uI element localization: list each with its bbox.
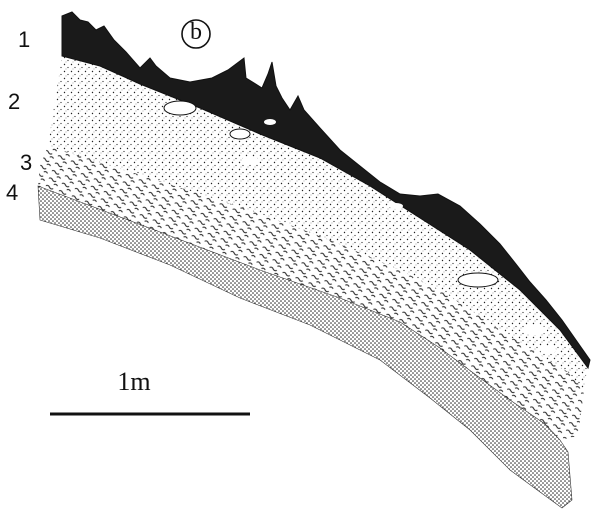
inclusion-2	[230, 129, 250, 139]
layer-3-label: 3	[20, 152, 32, 174]
layer-2-label: 2	[8, 91, 20, 113]
inclusion-3	[264, 119, 276, 125]
inclusion-7	[540, 346, 556, 354]
panel-label: b	[179, 17, 213, 51]
inclusion-8	[389, 203, 403, 209]
layer-1-label: 1	[18, 29, 30, 51]
layer-4-label: 4	[6, 182, 18, 204]
inclusion-6	[523, 325, 547, 335]
scale-bar-label: 1m	[84, 369, 184, 395]
inclusion-5	[458, 273, 498, 287]
inclusion-4	[242, 156, 258, 164]
inclusion-1	[164, 101, 196, 115]
panel-label-letter: b	[179, 20, 213, 44]
